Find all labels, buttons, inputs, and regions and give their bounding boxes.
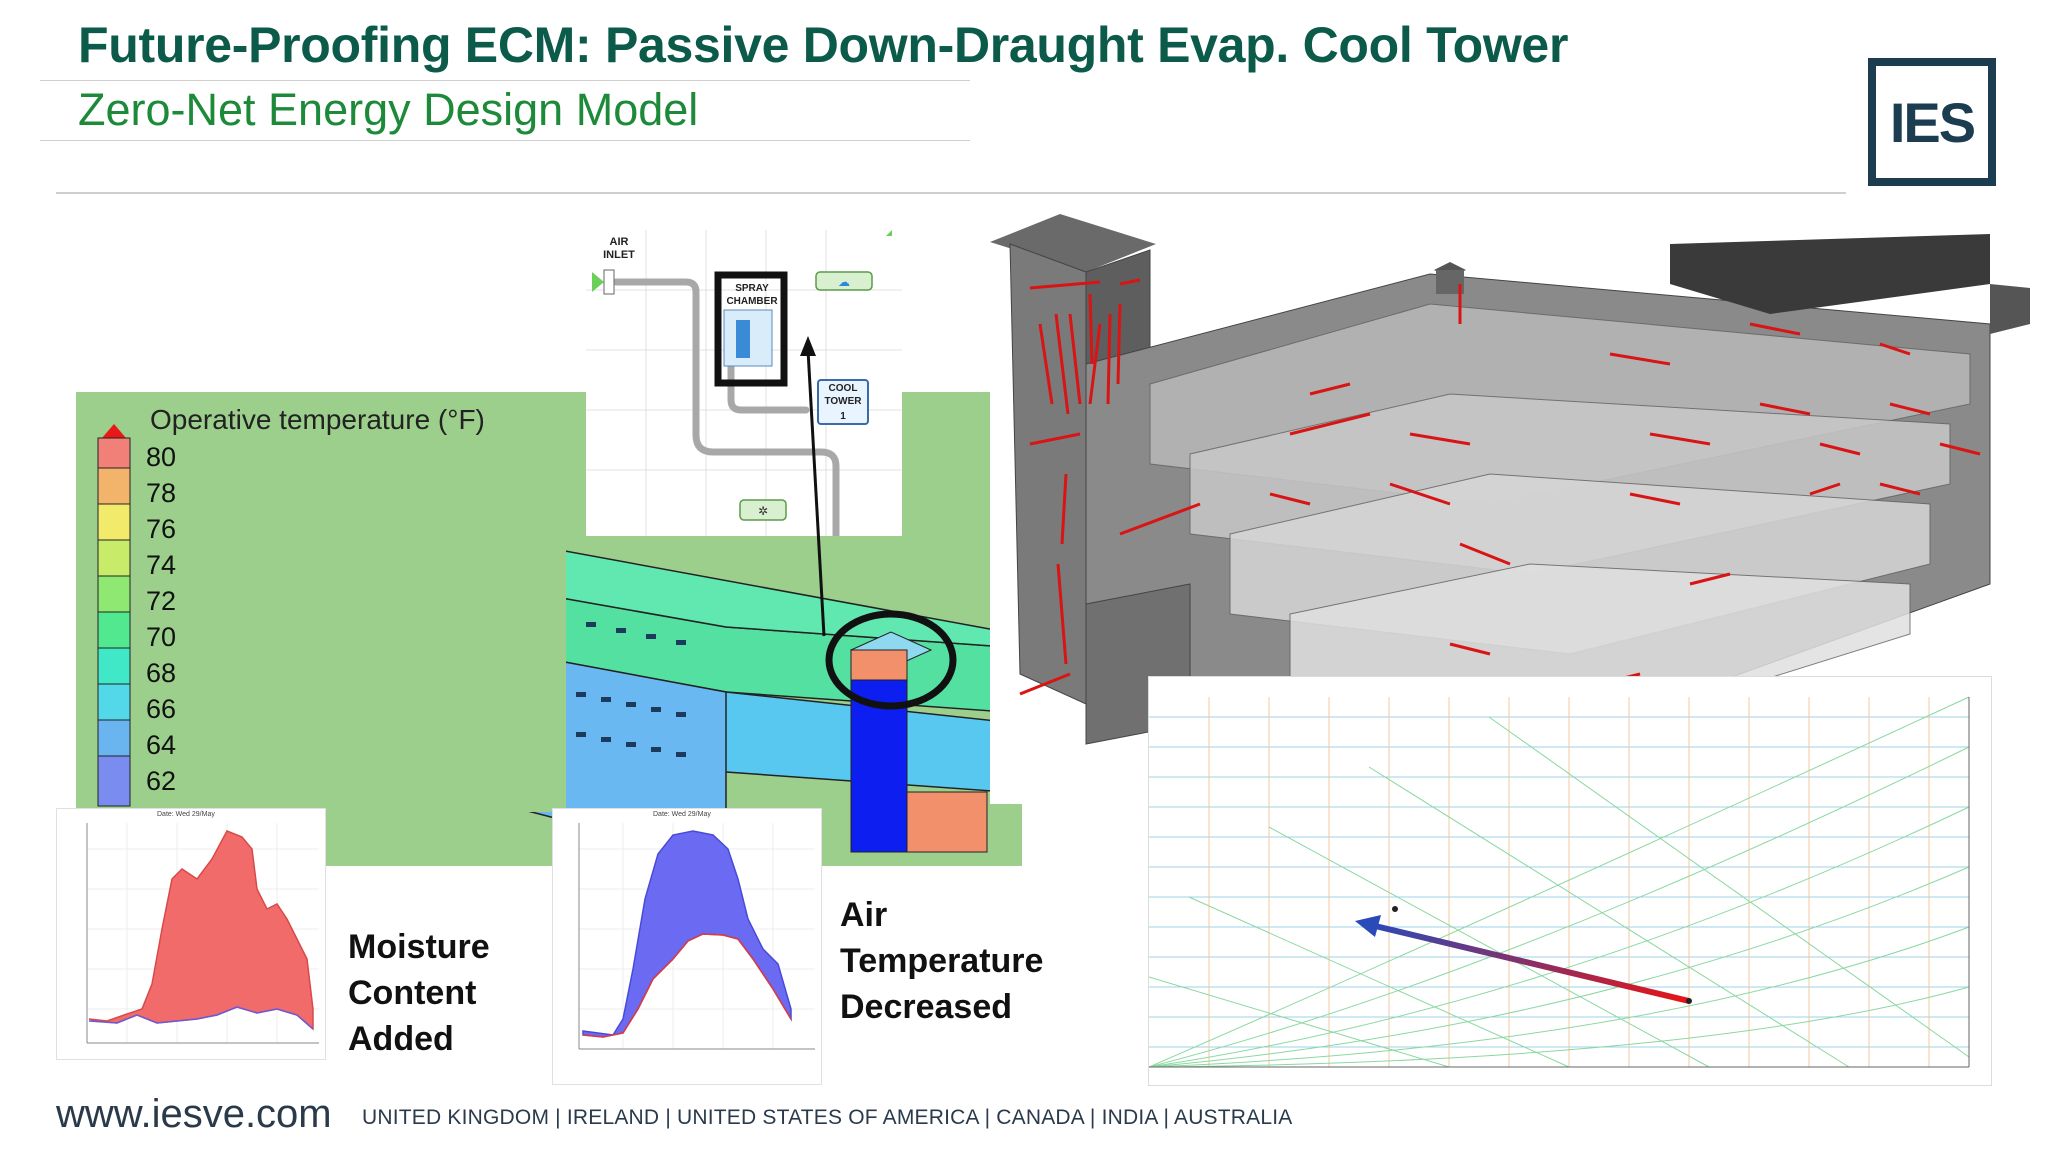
- moisture-caption: Moisture Content Added: [348, 924, 490, 1062]
- legend-value-66: 66: [146, 694, 177, 724]
- temperature-caption-line2: Temperature: [840, 942, 1044, 980]
- footer-website-link[interactable]: www.iesve.com: [56, 1092, 332, 1136]
- temperature-caption-line3: Decreased: [840, 988, 1013, 1026]
- temperature-legend: Operative temperature (°F) 80 78 76 74 7…: [76, 392, 566, 812]
- moisture-chart-date: Date: Wed 29/May: [157, 811, 215, 818]
- legend-value-68: 68: [146, 658, 177, 688]
- temperature-caption-line1: Air: [840, 896, 888, 934]
- page-title: Future-Proofing ECM: Passive Down-Draugh…: [78, 17, 1569, 73]
- legend-colorbar: [97, 424, 131, 807]
- logo-text: IES: [1889, 90, 1976, 154]
- header-divider: [56, 192, 1846, 194]
- legend-value-76: 76: [146, 514, 177, 544]
- psychrometric-chart: [1148, 676, 1992, 1086]
- legend-value-80: 80: [146, 442, 177, 472]
- air-temperature-chart: Date: Wed 29/May: [552, 808, 822, 1085]
- temperature-chart-date: Date: Wed 29/May: [653, 811, 711, 818]
- footer-countries: UNITED KINGDOM | IRELAND | UNITED STATES…: [362, 1106, 1293, 1129]
- subtitle-rule: [40, 140, 970, 141]
- moisture-chart: Date: Wed 29/May: [56, 808, 326, 1060]
- legend-value-78: 78: [146, 478, 177, 508]
- moisture-caption-line2: Content: [348, 974, 477, 1012]
- page-subtitle: Zero-Net Energy Design Model: [78, 84, 699, 135]
- moisture-caption-line3: Added: [348, 1020, 454, 1058]
- svg-text:☁: ☁: [838, 275, 850, 289]
- moisture-caption-line1: Moisture: [348, 928, 490, 966]
- svg-text:✲: ✲: [758, 504, 768, 518]
- temperature-chart-plot: [578, 823, 815, 1050]
- cool-tower-number: 1: [840, 411, 846, 422]
- legend-value-70: 70: [146, 622, 177, 652]
- spray-chamber-label: SPRAY CHAMBER: [726, 283, 778, 307]
- legend-value-64: 64: [146, 730, 177, 760]
- ies-logo: IES: [1868, 58, 1996, 186]
- system-schematic: ☁ ✲ AIR INLET SPRAY CHAMBER COOL TOWER 1: [586, 230, 902, 536]
- schematic-drawing: ☁ ✲: [586, 230, 902, 536]
- cool-tower-label: COOL TOWER: [824, 383, 862, 407]
- legend-value-62: 62: [146, 766, 177, 796]
- title-rule: [40, 80, 970, 81]
- legend-value-74: 74: [146, 550, 177, 580]
- air-inlet-label: AIR INLET: [603, 236, 635, 261]
- psychrometric-chart-plot: [1148, 696, 1970, 1068]
- moisture-chart-plot: [86, 823, 319, 1044]
- legend-title: Operative temperature (°F): [150, 404, 485, 435]
- legend-value-72: 72: [146, 586, 177, 616]
- temperature-caption: Air Temperature Decreased: [840, 892, 1043, 1030]
